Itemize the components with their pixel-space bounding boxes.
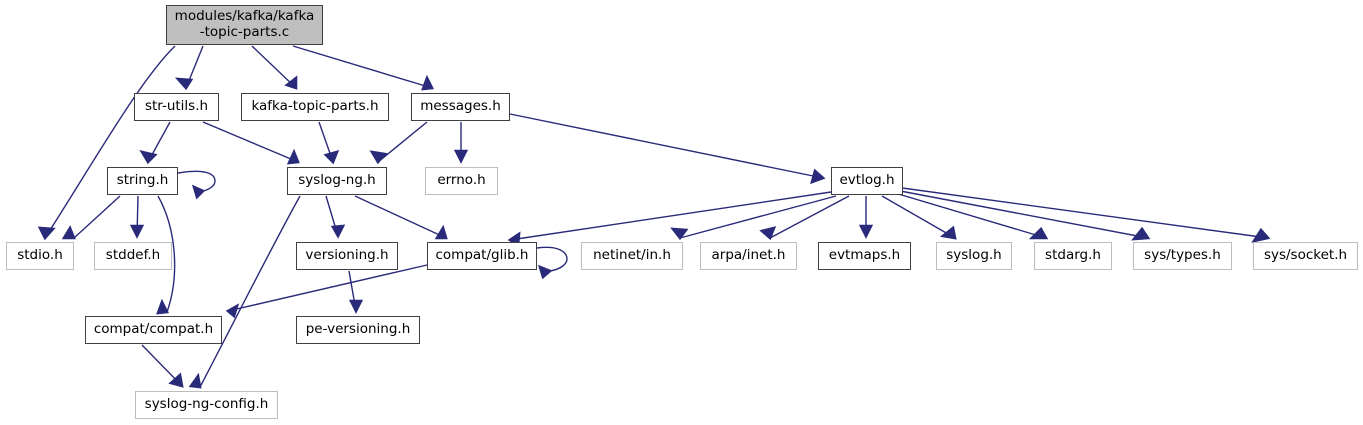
edge-arrowhead <box>453 149 469 164</box>
edge-arrowhead <box>191 184 206 200</box>
edge-evtlog-to-sys-socket <box>894 186 1269 239</box>
graph-node-kafka-topic[interactable]: kafka-topic-parts.h <box>241 93 389 121</box>
edge-arrowhead <box>810 168 826 185</box>
graph-node-arpa-inet[interactable]: arpa/inet.h <box>700 242 797 270</box>
graph-node-syslog-ng[interactable]: syslog-ng.h <box>287 167 387 195</box>
graph-node-errno[interactable]: errno.h <box>425 167 498 195</box>
edge-arrowhead <box>188 372 202 389</box>
edge-syslog-ng-to-compat-glib <box>354 195 447 239</box>
graph-node-string[interactable]: string.h <box>107 167 178 195</box>
edge-compat-glib-to-compat-glib <box>536 246 568 272</box>
graph-node-pe-versioning[interactable]: pe-versioning.h <box>296 316 420 344</box>
edge-arrowhead <box>323 150 340 165</box>
edge-arrowhead <box>1131 226 1151 241</box>
edge-root-to-kafka-topic <box>251 45 297 89</box>
edge-evtlog-to-compat-glib <box>509 191 832 241</box>
edge-arrowhead <box>939 225 957 240</box>
edge-root-to-stdio <box>44 45 176 239</box>
edge-arrowhead <box>434 224 448 240</box>
edge-string-to-string <box>177 170 216 192</box>
graph-node-compat-glib[interactable]: compat/glib.h <box>427 242 537 270</box>
edge-arrowhead <box>369 150 388 165</box>
edge-arrowhead <box>139 150 158 165</box>
edge-arrowhead <box>759 226 777 241</box>
graph-node-versioning[interactable]: versioning.h <box>296 242 398 270</box>
graph-node-sys-types[interactable]: sys/types.h <box>1133 242 1232 270</box>
edge-syslog-ng-to-syslog-ng-config <box>199 195 301 388</box>
edge-arrowhead <box>168 372 184 388</box>
edge-arrowhead <box>61 225 76 240</box>
graph-node-messages[interactable]: messages.h <box>411 93 510 121</box>
graph-node-str-utils[interactable]: str-utils.h <box>134 93 219 121</box>
graph-node-syslog-ng-config[interactable]: syslog-ng-config.h <box>135 391 278 419</box>
edge-arrowhead <box>858 224 874 239</box>
graph-node-root[interactable]: modules/kafka/kafka -topic-parts.c <box>166 5 323 45</box>
graph-node-evtlog[interactable]: evtlog.h <box>831 167 903 195</box>
edge-root-to-messages <box>292 45 433 89</box>
edge-arrowhead <box>129 224 145 239</box>
edge-evtlog-to-sys-types <box>894 189 1149 239</box>
edge-arrowhead <box>286 148 300 165</box>
edge-string-to-stdio <box>73 195 121 239</box>
edge-messages-to-syslog-ng <box>377 121 428 163</box>
edge-compat-glib-to-compat-compat <box>227 264 428 312</box>
edge-string-to-compat-compat <box>157 195 176 313</box>
edge-arrowhead <box>348 299 364 314</box>
edge-arrowhead <box>1028 226 1049 240</box>
graph-node-stddef[interactable]: stddef.h <box>94 242 172 270</box>
edge-evtlog-to-netinet-in <box>679 195 837 239</box>
graph-node-stdio[interactable]: stdio.h <box>6 242 74 270</box>
edge-evtlog-to-stdarg <box>894 192 1047 239</box>
graph-node-netinet-in[interactable]: netinet/in.h <box>581 242 683 270</box>
graph-node-compat-compat[interactable]: compat/compat.h <box>85 316 222 344</box>
edge-arrowhead <box>37 226 56 241</box>
edge-str-utils-to-syslog-ng <box>202 121 299 163</box>
edge-arrowhead <box>330 224 346 239</box>
edge-arrowhead <box>284 75 298 90</box>
graph-node-evtmaps[interactable]: evtmaps.h <box>818 242 911 270</box>
edge-evtlog-to-arpa-inet <box>769 195 850 239</box>
edge-arrowhead <box>670 227 689 241</box>
edge-messages-to-evtlog <box>509 113 824 179</box>
graph-node-sys-socket[interactable]: sys/socket.h <box>1253 242 1358 270</box>
edge-arrowhead <box>537 264 553 280</box>
edge-evtlog-to-syslog <box>881 195 956 239</box>
edge-arrowhead <box>174 77 194 91</box>
edge-arrowhead <box>1251 227 1271 243</box>
graph-node-syslog[interactable]: syslog.h <box>936 242 1012 270</box>
edge-arrowhead <box>225 303 240 319</box>
edge-arrowhead <box>421 74 434 91</box>
edge-arrowhead <box>156 298 169 315</box>
graph-node-stdarg[interactable]: stdarg.h <box>1034 242 1112 270</box>
